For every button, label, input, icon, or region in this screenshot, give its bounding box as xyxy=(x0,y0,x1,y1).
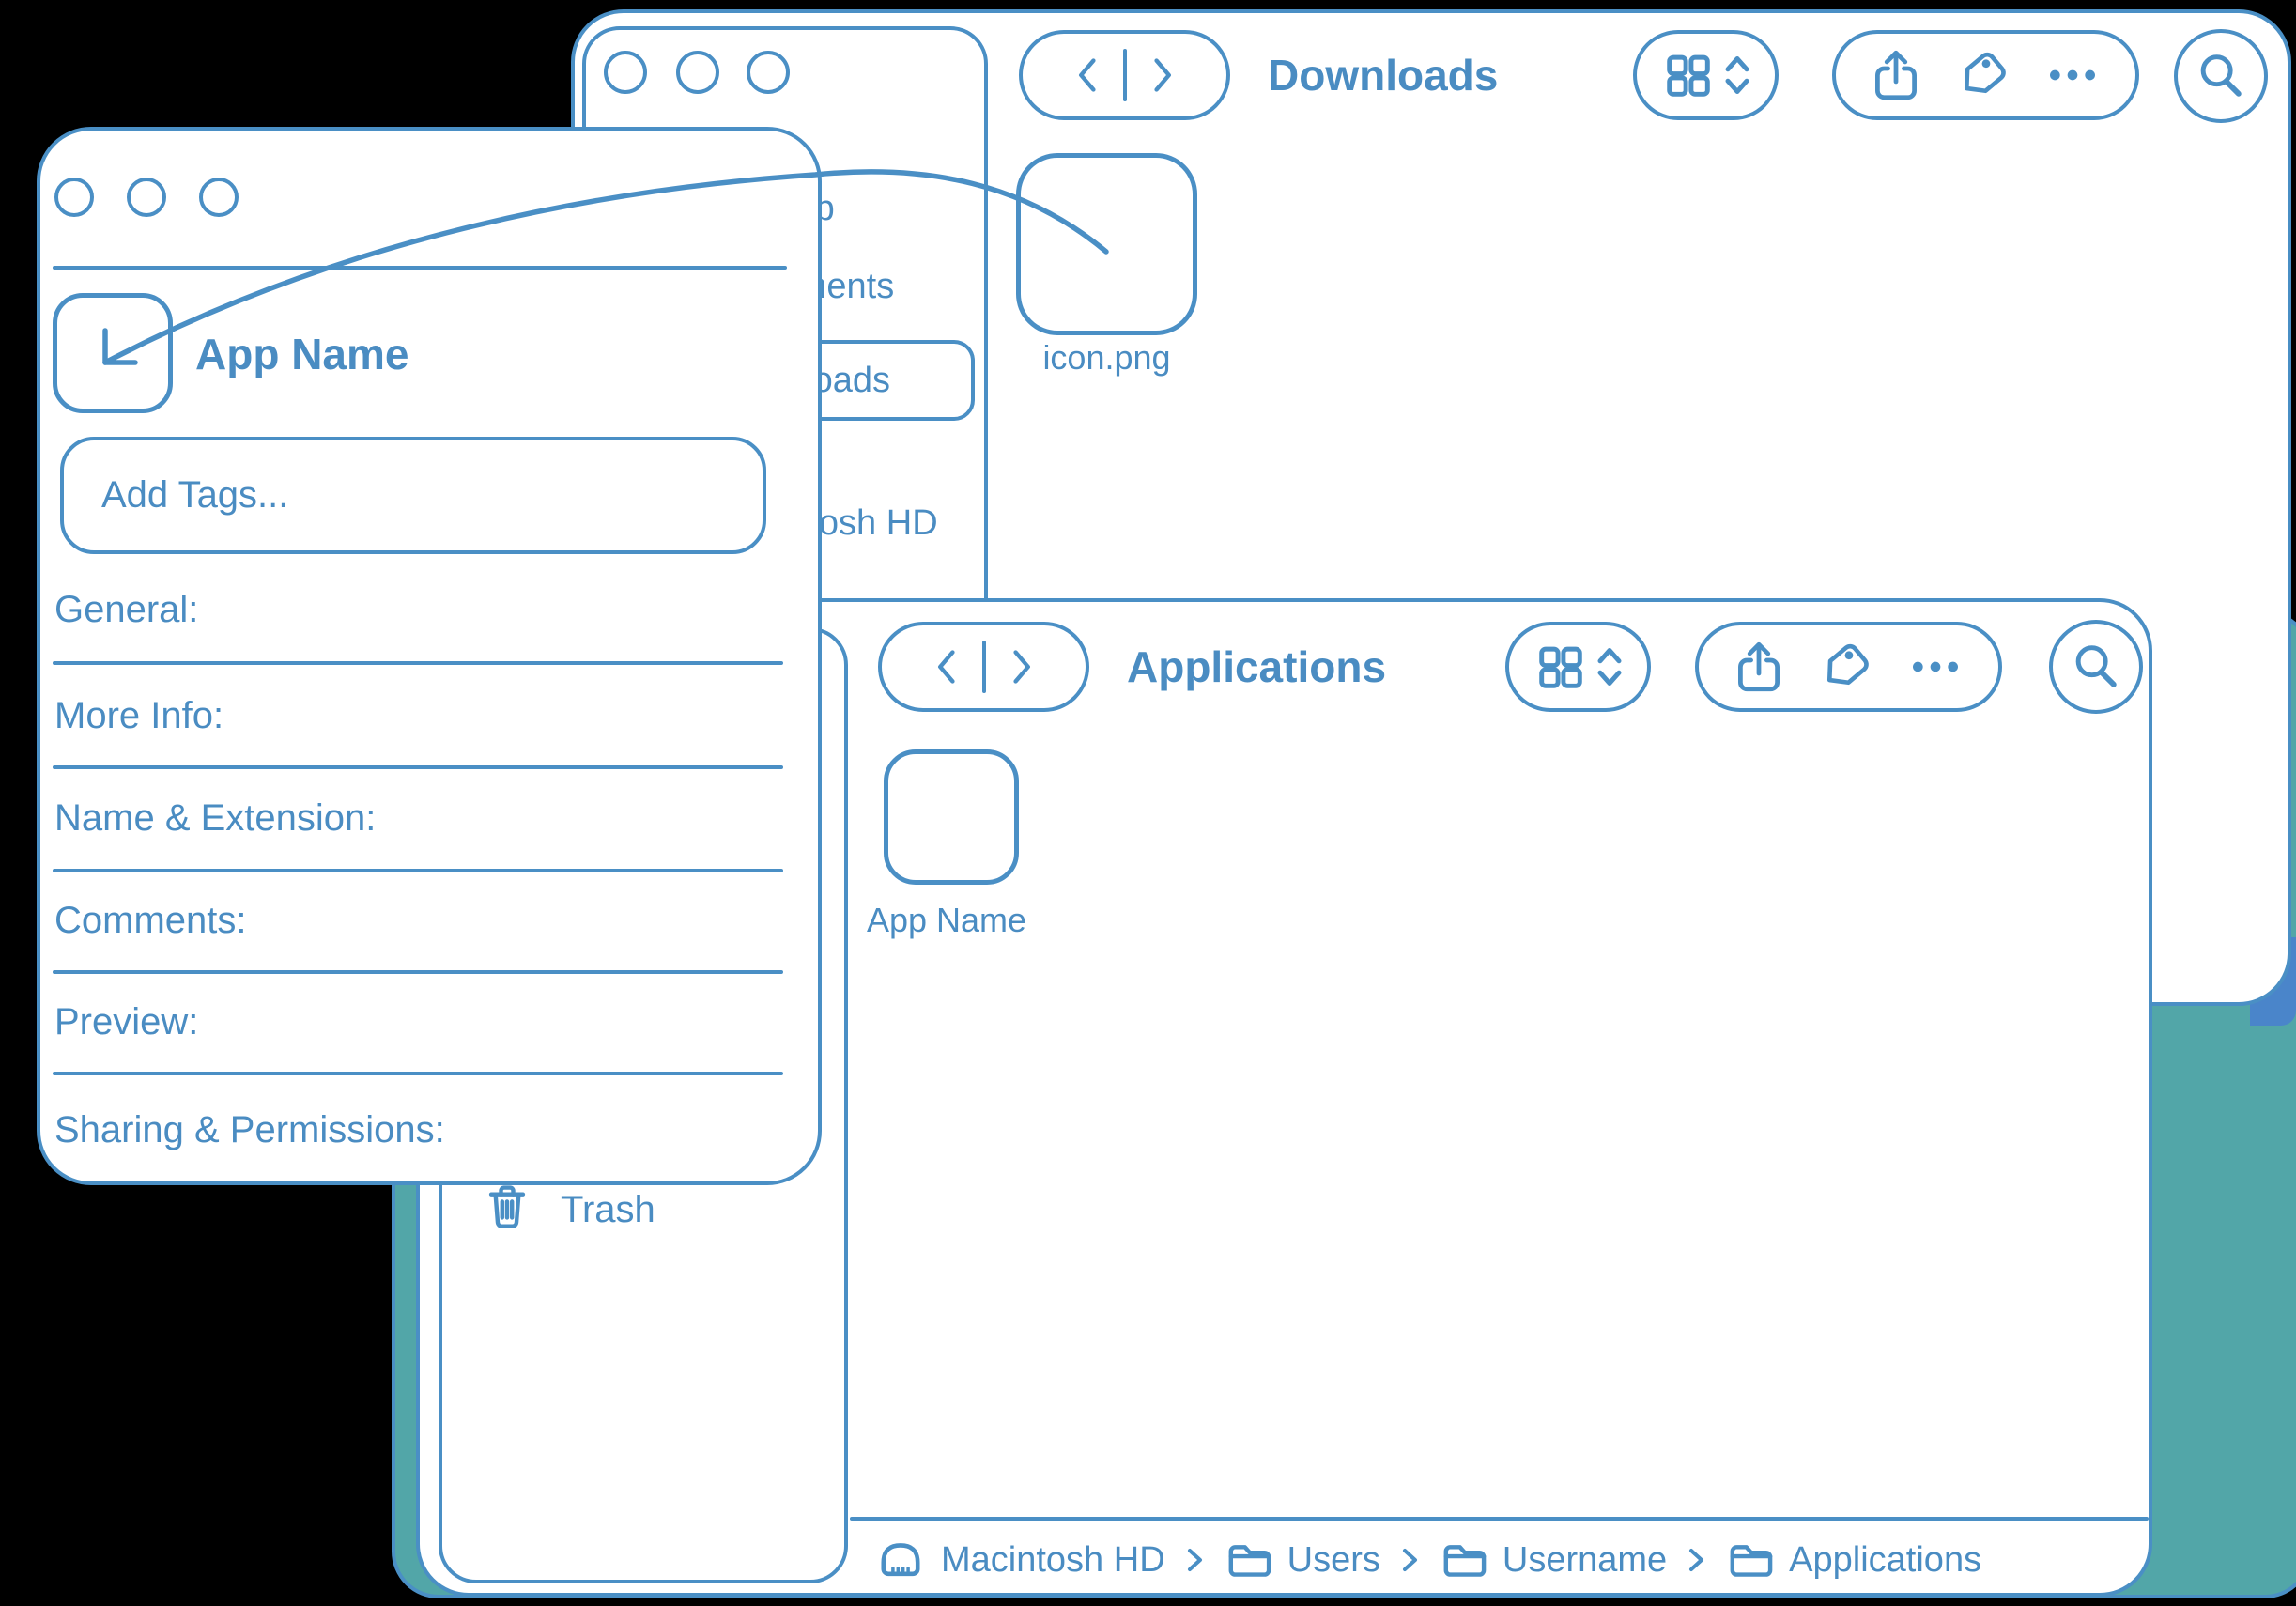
chevron-right-icon xyxy=(1180,1541,1209,1579)
breadcrumb-item[interactable]: Username xyxy=(1502,1539,1668,1580)
folder-icon xyxy=(1725,1536,1774,1584)
view-arrows-icon xyxy=(1595,640,1624,694)
share-icon[interactable] xyxy=(1733,639,1785,695)
back-forward-buttons[interactable] xyxy=(878,622,1089,712)
breadcrumb-item[interactable]: Applications xyxy=(1789,1539,1982,1580)
ellipsis-icon[interactable] xyxy=(1905,639,1965,695)
toolbar-divider xyxy=(1122,49,1127,101)
share-icon[interactable] xyxy=(1870,47,1922,103)
breadcrumb-item[interactable]: Users xyxy=(1287,1539,1380,1580)
search-icon xyxy=(2069,640,2123,694)
window-title: Applications xyxy=(1127,642,1387,691)
actions-group xyxy=(1695,622,2002,712)
disk-icon xyxy=(875,1535,926,1585)
toolbar-divider xyxy=(981,641,986,693)
trash-icon xyxy=(483,1181,532,1234)
breadcrumb-item[interactable]: Macintosh HD xyxy=(941,1539,1165,1580)
file-label: icon.png xyxy=(1042,338,1171,377)
add-tags-field[interactable]: Add Tags... xyxy=(60,437,766,554)
back-forward-buttons[interactable] xyxy=(1019,30,1230,120)
section-comments[interactable]: Comments: xyxy=(54,900,247,941)
section-name-extension[interactable]: Name & Extension: xyxy=(54,797,377,839)
grid-view-icon xyxy=(1533,640,1588,694)
section-divider xyxy=(53,765,783,769)
section-sharing-permissions[interactable]: Sharing & Permissions: xyxy=(54,1109,445,1150)
section-general[interactable]: General: xyxy=(54,589,199,630)
titlebar-divider xyxy=(53,266,787,270)
section-divider xyxy=(53,970,783,974)
section-preview[interactable]: Preview: xyxy=(54,1001,199,1042)
app-icon[interactable] xyxy=(884,749,1019,885)
zoom-button[interactable] xyxy=(199,178,239,217)
tag-icon[interactable] xyxy=(1817,639,1873,695)
back-chevron-icon[interactable] xyxy=(928,641,969,693)
app-icon xyxy=(53,293,173,413)
sidebar-item-trash[interactable]: Trash xyxy=(561,1189,655,1230)
get-info-window: App Name Add Tags... General: More Info:… xyxy=(37,127,822,1185)
folder-icon xyxy=(1224,1536,1272,1584)
chevron-right-icon xyxy=(1395,1541,1424,1579)
close-button[interactable] xyxy=(54,178,94,217)
search-button[interactable] xyxy=(2174,29,2268,123)
close-button[interactable] xyxy=(604,51,647,94)
section-divider xyxy=(53,661,783,665)
info-app-title: App Name xyxy=(195,330,409,378)
minimize-button[interactable] xyxy=(127,178,166,217)
pathbar-divider xyxy=(850,1517,2149,1521)
window-title: Downloads xyxy=(1268,51,1499,100)
view-arrows-icon xyxy=(1723,48,1751,102)
section-more-info[interactable]: More Info: xyxy=(54,695,224,736)
folder-icon xyxy=(1439,1536,1487,1584)
search-button[interactable] xyxy=(2049,620,2143,714)
add-tags-placeholder: Add Tags... xyxy=(101,474,289,516)
app-label: App Name xyxy=(866,901,1027,939)
actions-group xyxy=(1832,30,2139,120)
section-divider xyxy=(53,1072,783,1075)
search-icon xyxy=(2194,49,2248,103)
back-chevron-icon[interactable] xyxy=(1069,49,1110,101)
ellipsis-icon[interactable] xyxy=(2042,47,2103,103)
breadcrumb: Macintosh HD Users Username xyxy=(875,1534,1981,1586)
minimize-button[interactable] xyxy=(676,51,719,94)
chevron-right-icon xyxy=(1682,1541,1710,1579)
grid-view-icon xyxy=(1661,48,1716,102)
section-divider xyxy=(53,869,783,872)
file-icon-png[interactable] xyxy=(1016,153,1197,335)
forward-chevron-icon[interactable] xyxy=(999,641,1040,693)
zoom-button[interactable] xyxy=(747,51,790,94)
view-options-button[interactable] xyxy=(1505,622,1651,712)
view-options-button[interactable] xyxy=(1633,30,1779,120)
tag-icon[interactable] xyxy=(1954,47,2011,103)
forward-chevron-icon[interactable] xyxy=(1140,49,1181,101)
